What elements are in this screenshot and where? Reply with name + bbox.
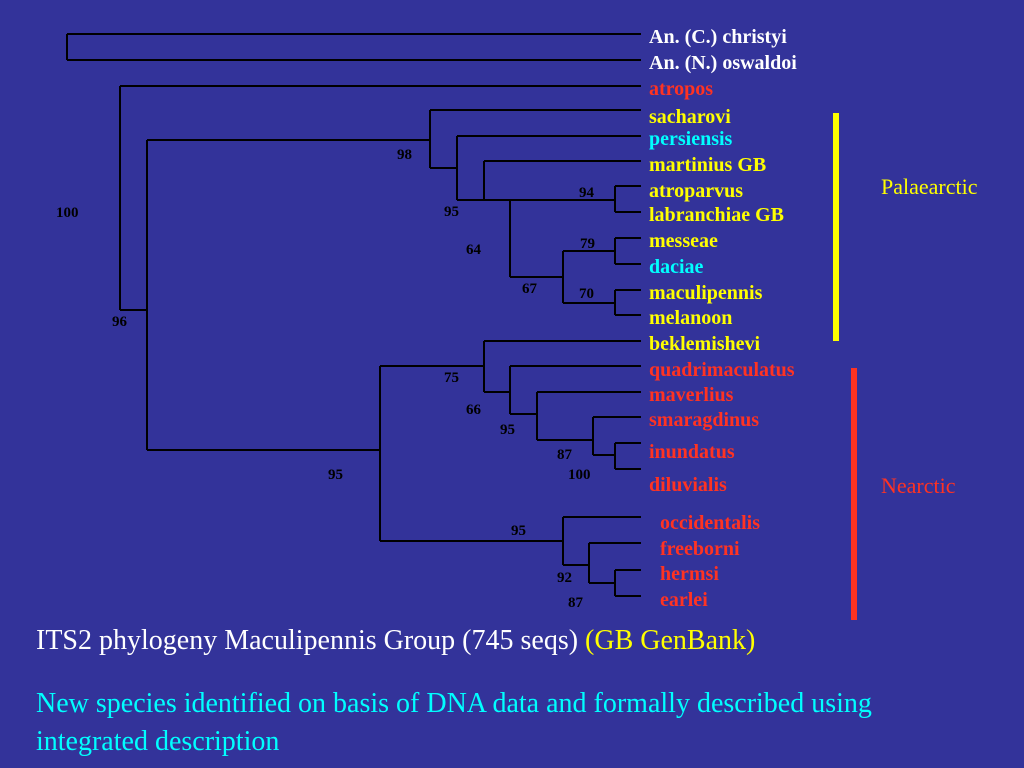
caption-subtitle: New species identified on basis of DNA d… <box>36 688 872 757</box>
taxon-label: smaragdinus <box>649 409 759 431</box>
tree-branches <box>66 33 641 597</box>
caption-main-text: ITS2 phylogeny Maculipennis Group (745 s… <box>36 625 579 656</box>
taxon-label: An. (C.) christyi <box>649 26 787 48</box>
taxon-label: atroparvus <box>649 180 743 202</box>
taxon-label: persiensis <box>649 128 733 150</box>
taxon-label: beklemishevi <box>649 333 761 355</box>
bootstrap-value: 95 <box>328 467 343 483</box>
taxon-label: inundatus <box>649 441 735 463</box>
taxon-label: maculipennis <box>649 282 763 304</box>
bootstrap-value: 95 <box>511 523 526 539</box>
taxon-label: labranchiae GB <box>649 204 784 226</box>
bootstrap-value: 67 <box>522 281 538 297</box>
taxon-label: atropos <box>649 78 713 100</box>
nearctic-bar <box>851 368 857 620</box>
taxon-label: occidentalis <box>660 512 760 534</box>
taxon-label: messeae <box>649 230 718 252</box>
taxon-label: martinius GB <box>649 154 766 176</box>
taxon-label: diluvialis <box>649 474 727 496</box>
taxon-label: An. (N.) oswaldoi <box>649 52 797 74</box>
taxon-label: earlei <box>660 589 708 611</box>
caption-genbank-note: (GB GenBank) <box>585 625 756 656</box>
bootstrap-value: 100 <box>568 467 591 483</box>
taxon-label: melanoon <box>649 307 732 329</box>
taxon-label: freeborni <box>660 538 740 560</box>
taxon-label: hermsi <box>660 563 719 585</box>
palaearctic-label: Palaearctic <box>881 174 978 199</box>
taxon-label: maverlius <box>649 384 734 406</box>
bootstrap-value: 94 <box>579 185 595 201</box>
bootstrap-value: 75 <box>444 370 459 386</box>
taxon-label: sacharovi <box>649 106 731 128</box>
caption-title: ITS2 phylogeny Maculipennis Group (745 s… <box>36 622 755 660</box>
bootstrap-value: 66 <box>466 402 482 418</box>
bootstrap-value: 96 <box>112 314 128 330</box>
taxon-label: quadrimaculatus <box>649 359 795 381</box>
nearctic-label: Nearctic <box>881 473 956 498</box>
bootstrap-value: 95 <box>500 422 515 438</box>
bootstrap-value: 79 <box>580 236 595 252</box>
taxon-label: daciae <box>649 256 704 278</box>
bootstrap-value: 92 <box>557 570 572 586</box>
bootstrap-value: 87 <box>557 447 573 463</box>
bootstrap-value: 64 <box>466 242 482 258</box>
bootstrap-value: 87 <box>568 595 584 611</box>
bootstrap-value: 70 <box>579 286 594 302</box>
bootstrap-value: 100 <box>56 205 79 221</box>
bootstrap-value: 98 <box>397 147 412 163</box>
palaearctic-bar <box>833 113 839 341</box>
bootstrap-values: 100 96 98 95 64 67 94 79 70 95 75 66 95 87 100 95 92 87 <box>56 147 595 611</box>
bootstrap-value: 95 <box>444 204 459 220</box>
